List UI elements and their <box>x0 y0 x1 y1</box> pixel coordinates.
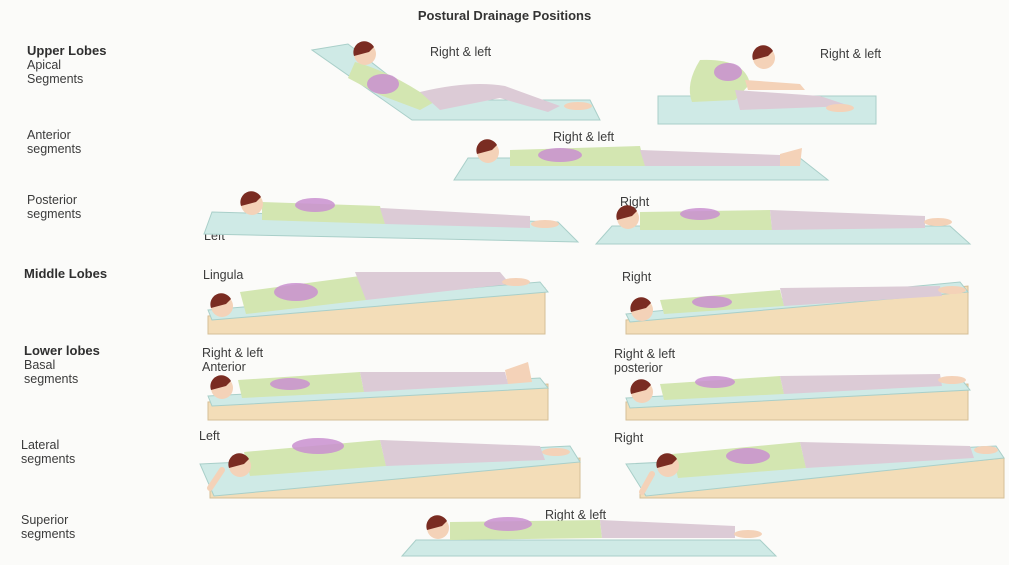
figure-basal-anterior <box>208 362 548 420</box>
figure-basal-posterior <box>626 374 970 420</box>
figure-posterior-left <box>204 191 578 242</box>
figure-lateral-left <box>200 438 580 498</box>
figure-superior-prone <box>402 515 776 556</box>
figure-lingula-incline <box>208 272 548 334</box>
figure-posterior-right <box>596 205 970 244</box>
figure-middle-right <box>626 282 968 334</box>
figure-apical-sitting <box>658 45 876 124</box>
figure-apical-reclined <box>312 41 600 120</box>
figure-anterior-supine <box>454 139 828 180</box>
figure-lateral-right <box>626 442 1004 498</box>
